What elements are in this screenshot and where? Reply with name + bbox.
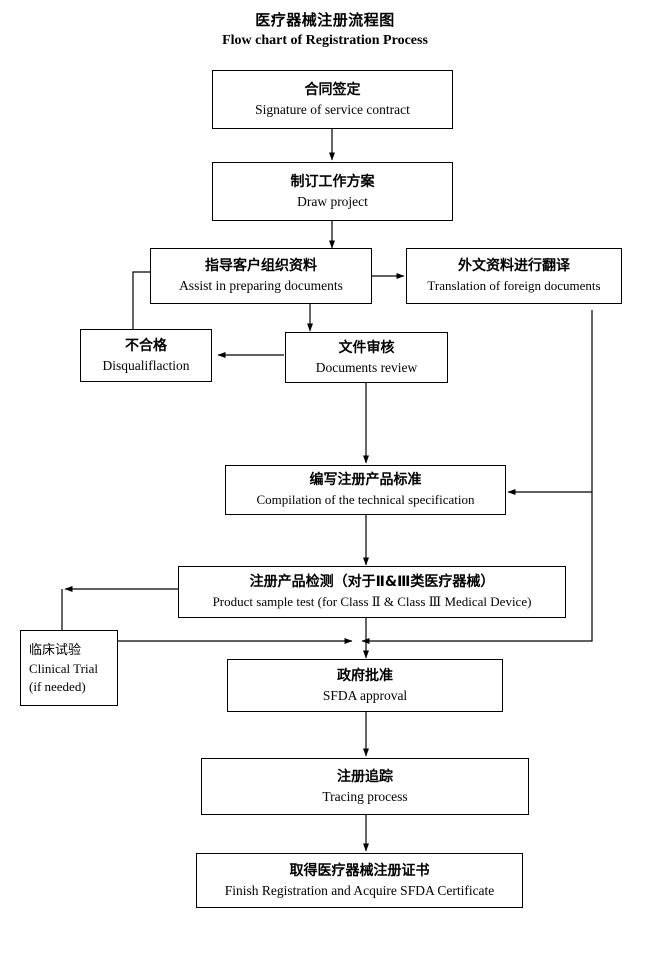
node-documents-review-cn: 文件审核: [338, 339, 395, 356]
node-draw-project-en: Draw project: [297, 193, 368, 209]
node-disqualification-cn: 不合格: [125, 337, 167, 354]
node-translation[interactable]: 外文资料进行翻译 Translation of foreign document…: [406, 248, 622, 304]
node-contract-cn: 合同签定: [304, 81, 361, 98]
edge-translation-compilation: [507, 310, 593, 495]
node-tracing-process-cn: 注册追踪: [337, 768, 393, 785]
node-sfda-approval[interactable]: 政府批准 SFDA approval: [227, 659, 503, 712]
node-finish-registration-cn: 取得医疗器械注册证书: [289, 862, 430, 879]
chart-title: 医疗器械注册流程图 Flow chart of Registration Pro…: [0, 10, 650, 50]
node-product-sample-test[interactable]: 注册产品检测（对于Ⅱ&Ⅲ类医疗器械） Product sample test (…: [178, 566, 566, 618]
node-disqualification[interactable]: 不合格 Disqualiflaction: [80, 329, 212, 382]
node-assist-documents[interactable]: 指导客户组织资料 Assist in preparing documents: [150, 248, 372, 304]
node-clinical-trial[interactable]: 临床试验 Clinical Trial (if needed): [20, 630, 118, 706]
node-sfda-approval-en: SFDA approval: [322, 687, 408, 703]
node-product-sample-test-cn: 注册产品检测（对于Ⅱ&Ⅲ类医疗器械）: [249, 574, 495, 590]
chart-title-en: Flow chart of Registration Process: [222, 33, 428, 48]
node-finish-registration[interactable]: 取得医疗器械注册证书 Finish Registration and Acqui…: [196, 853, 523, 908]
node-compilation-cn: 编写注册产品标准: [309, 472, 422, 488]
node-documents-review-en: Documents review: [315, 359, 418, 375]
node-finish-registration-en: Finish Registration and Acquire SFDA Cer…: [224, 882, 495, 898]
node-tracing-process-en: Tracing process: [322, 788, 408, 804]
node-product-sample-test-en: Product sample test (for Class Ⅱ & Class…: [212, 594, 532, 609]
node-clinical-trial-en: Clinical Trial: [29, 660, 98, 676]
node-draw-project-cn: 制订工作方案: [290, 173, 375, 190]
node-clinical-trial-cn: 临床试验: [29, 642, 82, 658]
edge-disqualify-assist: [132, 271, 150, 329]
node-translation-cn: 外文资料进行翻译: [458, 258, 570, 274]
node-assist-documents-en: Assist in preparing documents: [179, 278, 343, 293]
node-assist-documents-cn: 指导客户组织资料: [205, 258, 317, 274]
node-compilation-en: Compilation of the technical specificati…: [256, 492, 475, 507]
node-contract[interactable]: 合同签定 Signature of service contract: [212, 70, 453, 129]
node-sfda-approval-cn: 政府批准: [337, 667, 393, 684]
node-documents-review[interactable]: 文件审核 Documents review: [285, 332, 448, 383]
node-disqualification-en: Disqualiflaction: [102, 357, 190, 373]
node-translation-en: Translation of foreign documents: [427, 278, 601, 293]
node-contract-en: Signature of service contract: [255, 101, 410, 117]
node-compilation[interactable]: 编写注册产品标准 Compilation of the technical sp…: [225, 465, 506, 515]
node-clinical-trial-note: (if needed): [29, 678, 86, 694]
node-tracing-process[interactable]: 注册追踪 Tracing process: [201, 758, 529, 815]
chart-title-cn: 医疗器械注册流程图: [255, 11, 395, 29]
node-draw-project[interactable]: 制订工作方案 Draw project: [212, 162, 453, 221]
